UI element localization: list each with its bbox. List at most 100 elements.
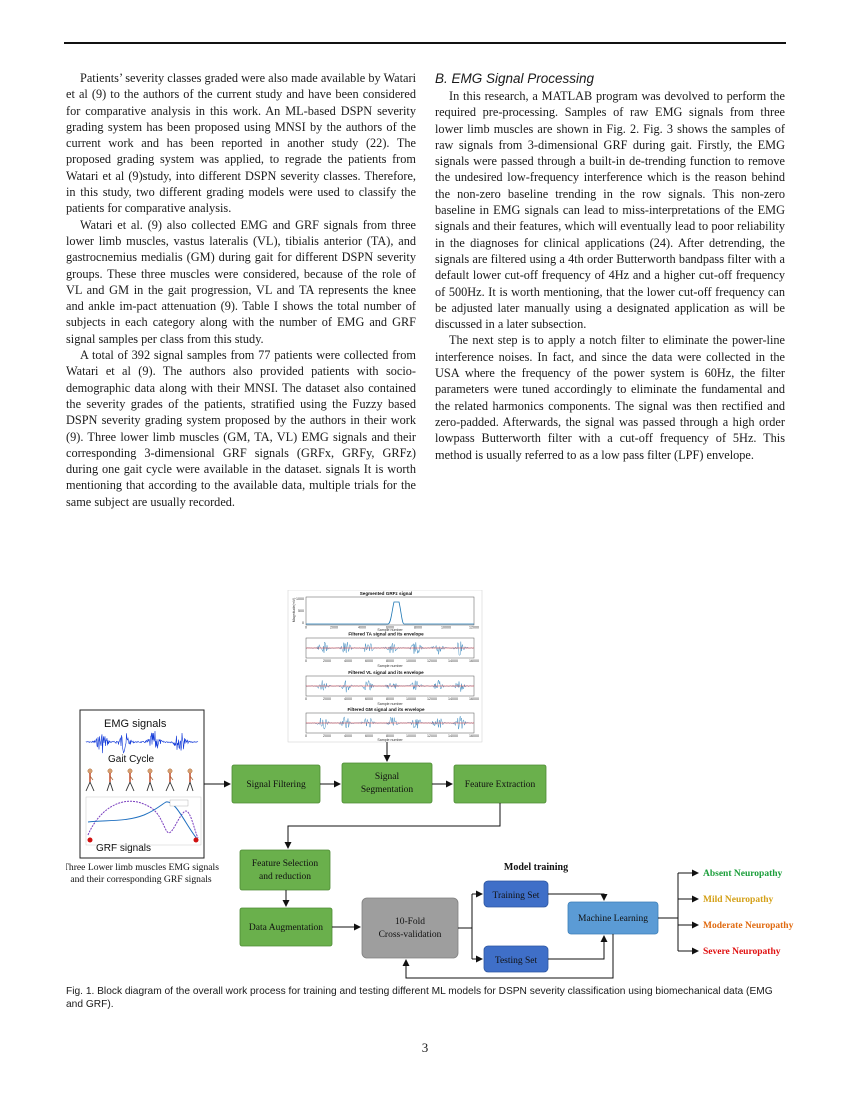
tick-label: 4000 [344, 734, 352, 738]
tick-label: 16000 [469, 659, 479, 663]
tick-label: 14000 [448, 697, 458, 701]
training-set-label: Training Set [493, 891, 540, 901]
tick-label: 0 [305, 734, 307, 738]
plot-xlabel: Sample number [377, 738, 403, 742]
input-caption: Three Lower limb muscles EMG signals [66, 862, 219, 873]
tick-label: 6000 [386, 626, 394, 630]
tick-label: 500 [298, 609, 304, 613]
plot-xlabel: Sample number [377, 628, 403, 632]
paragraph: Patients’ severity classes graded were a… [66, 71, 416, 216]
tick-label: 8000 [386, 659, 394, 663]
signal-segmentation-label: Segmentation [361, 785, 413, 795]
tick-label: 14000 [448, 659, 458, 663]
walking-figure-icon [85, 768, 95, 792]
tick-label: 10000 [406, 734, 416, 738]
data-augmentation-label: Data Augmentation [249, 923, 323, 933]
grfz-line [306, 601, 474, 625]
section-subheading: B. EMG Signal Processing [435, 71, 595, 86]
walking-figure-icon [125, 768, 135, 792]
training-set-box: Training Set [483, 880, 549, 908]
tick-label: 10000 [441, 626, 451, 630]
paragraph: In this research, a MATLAB program was d… [435, 89, 785, 332]
signal-filtering-label: Signal Filtering [246, 780, 306, 790]
tick-label: 12000 [427, 697, 437, 701]
gait-figures [85, 768, 194, 792]
feature-extraction-label: Feature Extraction [465, 780, 536, 790]
tick-label: 0 [305, 659, 307, 663]
plot-ylabel: Magnitude(mV) [292, 598, 296, 623]
testing-set-label: Testing Set [495, 956, 538, 966]
walking-figure-icon [165, 768, 175, 792]
tick-label: 0 [305, 626, 307, 630]
output-classes: Absent Neuropathy Mild Neuropathy Modera… [703, 869, 794, 957]
walking-figure-icon [186, 768, 194, 792]
input-signals-panel: EMG signals Gait Cycle GRF signals [79, 709, 205, 859]
walking-figure-icon [146, 768, 154, 792]
cross-validation-box: 10-Fold Cross-validation [361, 897, 459, 959]
left-column: Patients’ severity classes graded were a… [66, 70, 416, 510]
tick-label: 10000 [406, 697, 416, 701]
emg-trace [85, 731, 199, 754]
paragraph: Watari et al. (9) also collected EMG and… [66, 217, 416, 346]
data-augmentation-box: Data Augmentation [239, 907, 333, 947]
tick-label: 8000 [386, 697, 394, 701]
tick-label: 14000 [448, 734, 458, 738]
tick-label: 4000 [358, 626, 366, 630]
signal-segmentation-box: Signal Segmentation [341, 762, 433, 804]
plot-axes-grfz [305, 596, 475, 626]
tick-label: 16000 [469, 697, 479, 701]
output-mild: Mild Neuropathy [703, 895, 774, 905]
signal-filtering-box: Signal Filtering [231, 764, 321, 804]
machine-learning-box: Machine Learning [567, 901, 659, 935]
machine-learning-label: Machine Learning [578, 914, 648, 924]
tick-label: 12000 [469, 626, 479, 630]
output-severe: Severe Neuropathy [703, 947, 781, 957]
emg-signals-label: EMG signals [104, 718, 167, 730]
testing-set-box: Testing Set [483, 945, 549, 973]
right-column: B. EMG Signal Processing In this researc… [435, 70, 785, 463]
walking-figure-icon [106, 768, 114, 792]
plot-title-gm: Filtered GM signal and its envelope [347, 707, 425, 712]
tick-label: 2000 [323, 697, 331, 701]
page-number: 3 [421, 1040, 429, 1055]
feature-extraction-box: Feature Extraction [453, 764, 547, 804]
tick-label: 12000 [427, 734, 437, 738]
grf-curve-2 [87, 801, 199, 841]
plot-title-ta: Filtered TA signal and its envelope [348, 632, 424, 637]
tick-label: 8000 [386, 734, 394, 738]
tick-label: 12000 [427, 659, 437, 663]
tick-label: 8000 [414, 626, 422, 630]
tick-label: 2000 [323, 659, 331, 663]
figure-caption: Fig. 1. Block diagram of the overall wor… [66, 986, 773, 1010]
tick-label: 16000 [469, 734, 479, 738]
feature-selection-label: Feature Selection [252, 859, 318, 869]
tick-label: 2000 [323, 734, 331, 738]
paragraph: The next step is to apply a notch filter… [435, 333, 785, 462]
block-diagram-figure: Segmented GRFz signal Magnitude(mV) 0 200… [66, 590, 794, 979]
output-absent: Absent Neuropathy [703, 869, 783, 879]
plot-title-grfz: Segmented GRFz signal [360, 591, 413, 596]
tick-label: 0 [305, 697, 307, 701]
feature-selection-label: and reduction [259, 872, 311, 882]
tick-label: 6000 [365, 697, 373, 701]
plot-title-vl: Filtered VL signal and its envelope [348, 670, 424, 675]
grf-legend [169, 799, 189, 807]
tick-label: 10000 [406, 659, 416, 663]
plot-xlabel: Sample number [377, 664, 403, 668]
grf-signals-label: GRF signals [96, 843, 151, 854]
paragraph: A total of 392 signal samples from 77 pa… [66, 348, 416, 509]
signal-segmentation-label: Signal [375, 772, 400, 782]
tick-label: 4000 [344, 697, 352, 701]
header-rule [64, 42, 786, 44]
cross-validation-label: 10-Fold [395, 917, 425, 927]
signal-plots-panel: Segmented GRFz signal Magnitude(mV) 0 200… [287, 590, 483, 743]
connectors [204, 742, 699, 979]
tick-label: 2000 [330, 626, 338, 630]
grf-curve-1 [87, 800, 199, 839]
tick-label: 0 [302, 621, 304, 625]
input-caption: and their corresponding GRF signals [70, 874, 211, 885]
model-training-label: Model training [504, 862, 568, 873]
tick-label: 1000 [296, 597, 304, 601]
gait-cycle-label: Gait Cycle [108, 754, 155, 765]
grf-plot-axes [85, 796, 202, 846]
